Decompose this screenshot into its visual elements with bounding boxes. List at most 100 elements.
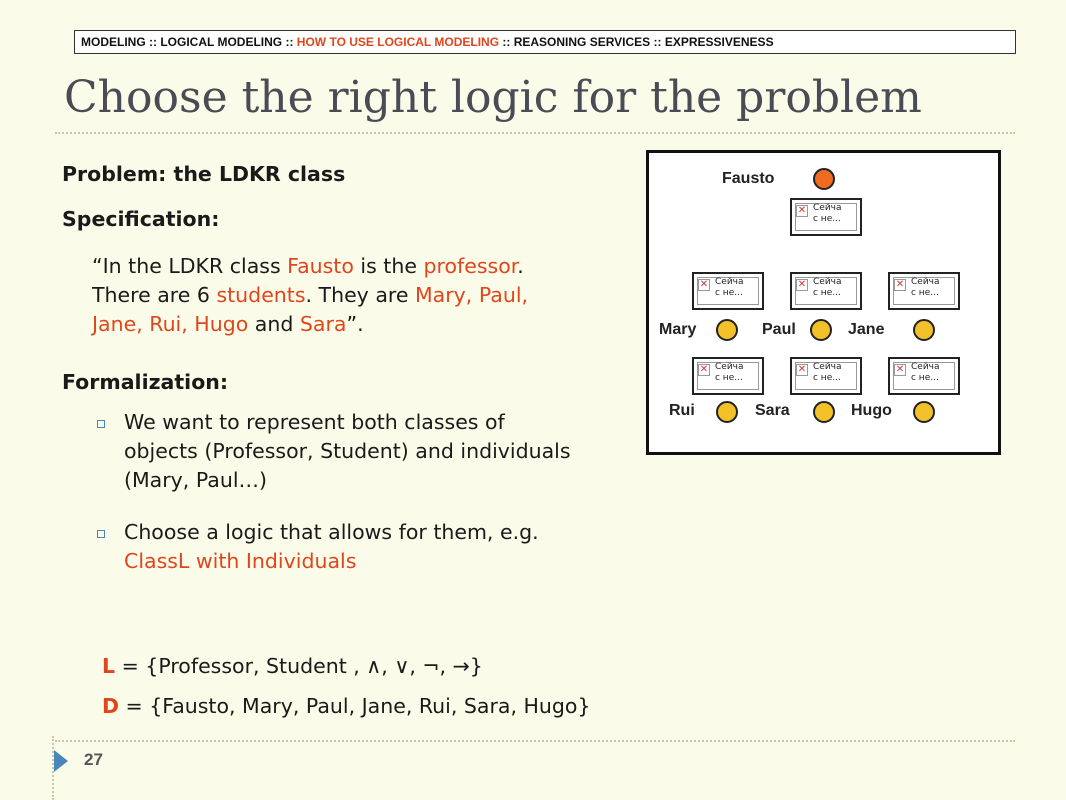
breadcrumb-separator: :: <box>650 35 665 49</box>
specification-quote: “In the LDKR class Fausto is the profess… <box>92 252 622 339</box>
spec-names: Mary, Paul, <box>415 283 529 307</box>
page-arrow-icon <box>54 750 68 772</box>
spec-text: and <box>248 312 300 336</box>
image-frame <box>893 362 955 390</box>
node-label-jane: Jane <box>848 321 885 338</box>
problem-line: Problem: the LDKR class <box>62 160 345 189</box>
formalization-bullet-1: We want to represent both classes of obj… <box>124 408 624 495</box>
broken-image-icon: ✕ <box>894 279 906 291</box>
breadcrumb-separator: :: <box>499 35 514 49</box>
specification-heading: Specification: <box>62 207 220 231</box>
student-node-mary <box>716 319 738 341</box>
node-label-fausto: Fausto <box>722 170 775 187</box>
alt-line: с не... <box>813 373 841 383</box>
image-frame <box>697 277 759 305</box>
image-frame <box>795 362 857 390</box>
domain-symbol: D <box>102 694 120 718</box>
spec-text: . <box>517 254 524 278</box>
bullet-1-line: objects (Professor, Student) and individ… <box>124 439 571 463</box>
alt-line: с не... <box>813 214 841 224</box>
breadcrumb-item-current: HOW TO USE LOGICAL MODELING <box>296 35 500 49</box>
spec-text: is the <box>353 254 424 278</box>
breadcrumb-separator: :: <box>145 35 161 49</box>
breadcrumb-item-reasoning-services: REASONING SERVICES <box>513 35 651 49</box>
problem-suffix: class <box>280 162 346 186</box>
alt-line: с не... <box>911 288 939 298</box>
professor-node <box>813 168 835 190</box>
spec-sara: Sara <box>299 312 347 336</box>
node-label-mary: Mary <box>659 321 697 338</box>
problem-prefix: Problem: the <box>62 162 219 186</box>
spec-line-3: Jane, Rui, Hugo and Sara”. <box>92 310 622 339</box>
student-node-hugo <box>913 401 935 423</box>
spec-text: ”. <box>346 312 364 336</box>
footer-vertical-divider <box>52 736 54 800</box>
spec-fausto: Fausto <box>287 254 354 278</box>
spec-text: There are 6 <box>92 283 217 307</box>
broken-image-icon: ✕ <box>698 279 710 291</box>
image-frame <box>795 203 857 231</box>
alt-line: с не... <box>715 288 743 298</box>
spec-line-1: “In the LDKR class Fausto is the profess… <box>92 252 622 281</box>
alt-line: Сейча <box>911 362 940 372</box>
alt-line: Сейча <box>813 362 842 372</box>
slide-title: Choose the right logic for the problem <box>64 72 922 123</box>
language-set: = {Professor, Student , ∧, ∨, ¬, →} <box>115 654 483 678</box>
bullet-1-line: We want to represent both classes of <box>124 410 505 434</box>
image-frame <box>795 277 857 305</box>
student-node-sara <box>813 401 835 423</box>
alt-line: с не... <box>813 288 841 298</box>
breadcrumb-item-expressiveness: EXPRESSIVENESS <box>664 35 774 49</box>
language-definition: L = {Professor, Student , ∧, ∨, ¬, →} <box>102 652 483 681</box>
formalization-heading: Formalization: <box>62 370 229 394</box>
student-node-jane <box>913 319 935 341</box>
student-node-rui <box>716 401 738 423</box>
alt-line: с не... <box>715 373 743 383</box>
bullet-2-line: Choose a logic that allows for them, e.g… <box>124 520 539 544</box>
student-node-paul <box>810 319 832 341</box>
domain-definition: D = {Fausto, Mary, Paul, Jane, Rui, Sara… <box>102 692 591 721</box>
alt-line: Сейча <box>715 277 744 287</box>
spec-text: “In the LDKR class <box>92 254 288 278</box>
node-label-paul: Paul <box>762 321 796 338</box>
spec-names: Jane, Rui, Hugo <box>92 312 249 336</box>
bullet-square-icon <box>97 530 105 538</box>
node-label-rui: Rui <box>669 402 695 419</box>
title-divider <box>55 132 1015 134</box>
node-label-hugo: Hugo <box>851 402 892 419</box>
bullet-1-line: (Mary, Paul…) <box>124 468 268 492</box>
broken-image-icon: ✕ <box>796 364 808 376</box>
image-frame <box>697 362 759 390</box>
node-label-sara: Sara <box>755 402 790 419</box>
page-number: 27 <box>84 750 103 769</box>
spec-text: . They are <box>305 283 415 307</box>
broken-image-icon: ✕ <box>796 205 808 217</box>
breadcrumb-separator: :: <box>282 35 297 49</box>
domain-set: = {Fausto, Mary, Paul, Jane, Rui, Sara, … <box>119 694 591 718</box>
breadcrumb-item-logical-modeling: LOGICAL MODELING <box>160 35 283 49</box>
spec-students: students <box>216 283 306 307</box>
alt-line: Сейча <box>911 277 940 287</box>
spec-professor: professor <box>423 254 518 278</box>
broken-image-icon: ✕ <box>894 364 906 376</box>
bullet-2-logic-name: ClassL with Individuals <box>124 549 357 573</box>
alt-line: с не... <box>911 373 939 383</box>
breadcrumb-item-modeling: MODELING <box>81 35 146 49</box>
image-frame <box>893 277 955 305</box>
footer-divider <box>55 740 1015 742</box>
